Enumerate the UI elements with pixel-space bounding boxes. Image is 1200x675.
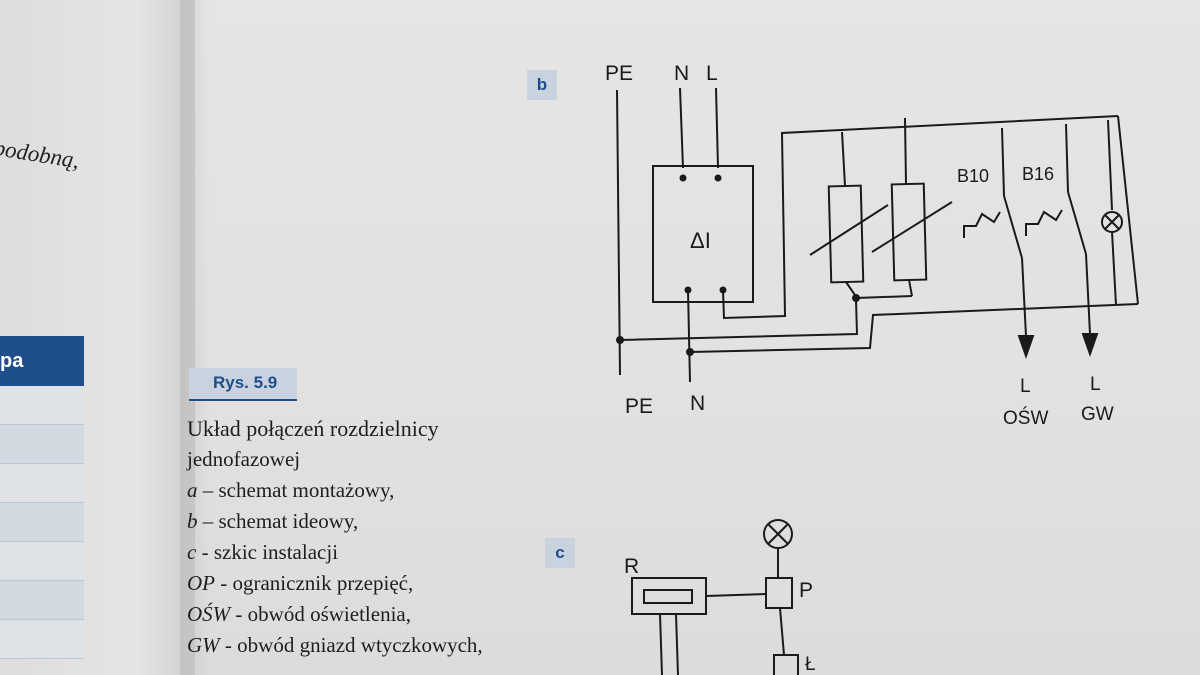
gw-line-label: L — [1090, 374, 1101, 395]
left-page-table: pa — [0, 336, 84, 659]
breaker-b16-label: B16 — [1022, 164, 1054, 184]
label-r: R — [624, 555, 639, 578]
caption-item: a – schemat montażowy, — [187, 478, 395, 502]
breaker-b10-contact — [1003, 195, 1023, 259]
osw-arrow — [1017, 335, 1035, 360]
l-busbar — [722, 115, 1119, 320]
left-page: podobną, pa — [0, 0, 195, 675]
lamp-cross — [1104, 214, 1120, 230]
book-gutter — [180, 0, 210, 675]
osw-line-label: L — [1020, 376, 1031, 397]
n-supply-line — [679, 87, 684, 169]
left-table-row — [0, 542, 84, 581]
arrester-lead — [908, 279, 913, 297]
circuit-osw-line — [1021, 257, 1027, 337]
breaker-b10-lead — [1001, 127, 1005, 197]
arrester-lead — [904, 117, 907, 185]
arrester-lead — [841, 131, 846, 187]
breaker-b16-contact — [1067, 191, 1087, 255]
arrester-link — [855, 295, 913, 299]
figure-number: Rys. 5.9 — [189, 368, 298, 401]
label-p: P — [799, 579, 813, 602]
pe-conductor — [616, 89, 621, 376]
surge-arrester — [890, 182, 928, 282]
caption-item: c - szkic instalacji — [187, 540, 339, 564]
caption-item: b – schemat ideowy, — [187, 509, 359, 533]
breaker-b16-trip — [1025, 209, 1063, 236]
socket-l-box — [773, 654, 799, 675]
breaker-b10-trip — [963, 211, 1001, 238]
figure-c-label: c — [545, 538, 575, 568]
lamp-cross — [767, 523, 789, 545]
lamp-lead — [1107, 119, 1113, 211]
rcd-box — [652, 165, 754, 303]
left-table-row — [0, 386, 84, 425]
caption-item: OŚW - obwód oświetlenia, — [187, 602, 411, 626]
label-l: Ł — [805, 654, 816, 675]
label-pe-bottom: PE — [625, 395, 653, 418]
label-n-bottom: N — [690, 392, 705, 415]
rcd-symbol: ΔI — [690, 228, 711, 253]
caption-title-line1: Układ połączeń rozdzielnicy — [187, 416, 439, 441]
breaker-b10-label: B10 — [957, 166, 989, 186]
gw-arrow — [1081, 333, 1099, 358]
lamp-icon — [763, 519, 793, 549]
wire-p-to-l — [779, 607, 785, 656]
pe-bus — [619, 299, 859, 341]
lamp-frame — [1117, 115, 1139, 305]
caption-item: OP - ogranicznik przepięć, — [187, 571, 414, 595]
breaker-b16-lead — [1065, 123, 1069, 193]
left-table-header: pa — [0, 336, 84, 386]
figure-b-label: b — [527, 70, 557, 100]
n-bus — [689, 303, 1139, 353]
l-supply-line — [715, 87, 719, 169]
left-table-row — [0, 425, 84, 464]
lamp-lead — [1111, 231, 1117, 306]
switchboard-r-inner — [643, 589, 693, 604]
rcd-terminal — [679, 174, 687, 182]
arrester-characteristic — [809, 204, 889, 256]
left-table-row — [0, 464, 84, 503]
circuit-gw-line — [1085, 253, 1091, 335]
caption-title-line2: jednofazowej — [187, 447, 301, 471]
wire-r-to-p — [705, 593, 767, 597]
osw-circuit-label: OŚW — [1003, 407, 1048, 429]
switch-p-box — [765, 577, 793, 609]
arrester-characteristic — [871, 201, 953, 253]
label-n-top: N — [674, 62, 689, 85]
caption-item: GW - obwód gniazd wtyczkowych, — [187, 633, 483, 657]
left-table-row — [0, 620, 84, 659]
gw-circuit-label: GW — [1081, 404, 1114, 425]
n-output-line — [687, 289, 691, 383]
arrester-junction — [852, 294, 860, 302]
left-table-row — [0, 581, 84, 620]
left-table-row — [0, 503, 84, 542]
rcd-terminal — [714, 174, 722, 182]
figure-caption: Rys. 5.9 Układ połączeń rozdzielnicy jed… — [187, 368, 547, 661]
pe-junction — [616, 336, 624, 344]
wire-down — [675, 613, 679, 675]
n-junction — [686, 348, 694, 356]
label-l-top: L — [706, 62, 718, 85]
wire-down — [659, 613, 663, 675]
label-pe-top: PE — [605, 62, 633, 85]
surge-arrester — [827, 184, 865, 284]
